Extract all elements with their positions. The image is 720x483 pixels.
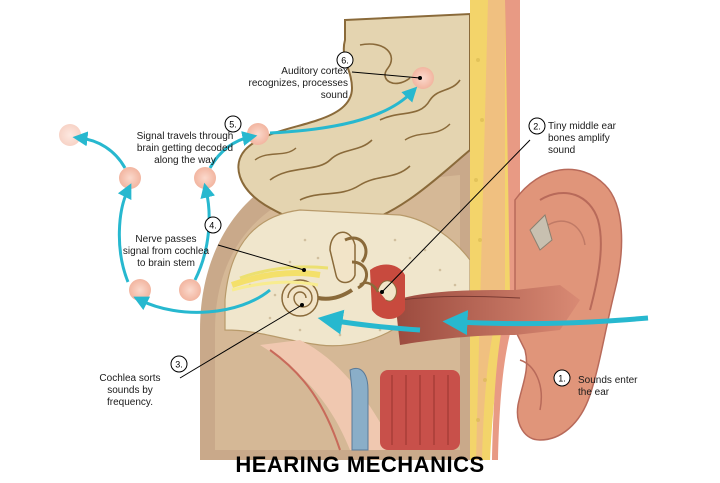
blood-vessel: [349, 367, 460, 451]
step-marker-6: 6.: [336, 51, 354, 69]
signal-pathway-arrows: [72, 86, 418, 314]
step-label-3: Cochlea sorts sounds by frequency.: [99, 373, 161, 408]
step-number-3: 3.: [175, 360, 183, 370]
signal-arrow: [117, 183, 132, 283]
sound-arrow-outer: [442, 310, 649, 336]
signal-node: [59, 124, 81, 146]
step-label-2: Tiny middle ear bones amplify sound: [548, 121, 616, 156]
step-number-4: 4.: [209, 221, 217, 231]
signal-node: [194, 167, 216, 189]
step-label-1: Sounds enter the ear: [578, 375, 638, 398]
signal-node: [129, 279, 151, 301]
inner-ear: [281, 231, 368, 317]
step-marker-4: 4.: [204, 216, 222, 234]
signal-arrow: [193, 182, 216, 281]
leader-line-6: [351, 71, 421, 79]
signal-node: [247, 123, 269, 145]
step-number-5: 5.: [229, 120, 237, 130]
neck-layers: [470, 0, 520, 460]
step-label-5: Signal travels through brain getting dec…: [136, 131, 234, 166]
signal-node: [119, 167, 141, 189]
step-number-2: 2.: [533, 122, 541, 132]
step-number-1: 1.: [558, 374, 566, 384]
signal-arrow: [269, 86, 418, 135]
auditory-nerve: [230, 265, 329, 292]
leader-line-2: [381, 139, 531, 293]
step-label-6: Auditory cortex recognizes, processes so…: [248, 66, 349, 101]
signal-node: [179, 279, 201, 301]
signal-arrow: [72, 131, 127, 169]
step-number-6: 6.: [341, 56, 349, 66]
leader-line-4: [217, 244, 305, 271]
signal-node: [412, 67, 434, 89]
diagram-title: HEARING MECHANICS: [235, 452, 485, 477]
step-label-4: Nerve passes signal from cochlea to brai…: [122, 234, 210, 269]
ear-canal: [395, 285, 580, 345]
signal-arrow: [208, 131, 258, 169]
step-marker-5: 5.: [224, 115, 242, 133]
step-marker-3: 3.: [170, 355, 188, 373]
signal-arrow: [133, 288, 271, 314]
step-marker-1: 1.: [553, 369, 571, 387]
leader-line-3: [179, 304, 303, 379]
leader-lines: [179, 71, 531, 379]
step-marker-2: 2.: [528, 117, 546, 135]
middle-ear: [359, 264, 405, 319]
step-markers: 1. 2. 3. 4. 5. 6.: [170, 51, 571, 387]
sound-arrow-inner: [317, 309, 421, 335]
